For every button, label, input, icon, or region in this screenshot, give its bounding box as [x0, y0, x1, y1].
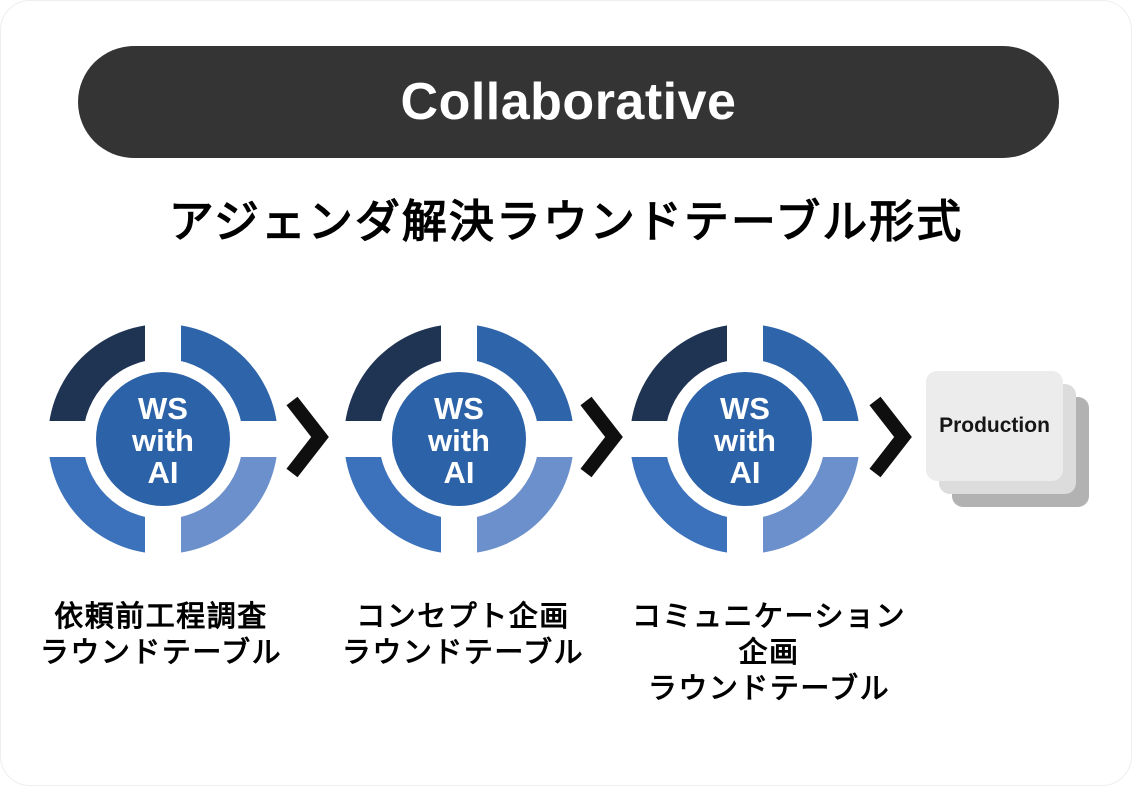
production-card-stack: Production: [926, 371, 1091, 509]
step-label: コンセプト企画 ラウンドテーブル: [313, 599, 613, 671]
production-card: Production: [926, 371, 1063, 481]
step-label-line: コミュニケーション: [632, 601, 906, 633]
badge-line: AI: [148, 455, 179, 490]
ws-with-ai-badge: WS with AI: [344, 324, 574, 554]
badge-core-circle: [392, 372, 526, 506]
badge-line: WS: [138, 391, 188, 426]
step-label: 依頼前工程調査 ラウンドテーブル: [11, 599, 311, 671]
category-pill-label: Collaborative: [400, 73, 737, 131]
badge-core-circle: [678, 372, 812, 506]
badge-line: AI: [444, 455, 475, 490]
badge-line: with: [131, 423, 194, 458]
badge-line: AI: [730, 455, 761, 490]
badge-line: WS: [434, 391, 484, 426]
chevron-right-icon: [869, 396, 912, 478]
step-label-line: ラウンドテーブル: [647, 673, 891, 705]
badge-core-circle: [96, 372, 230, 506]
ws-with-ai-badge: WS with AI: [630, 324, 860, 554]
step-label-line: コンセプト企画: [356, 601, 570, 633]
category-pill: Collaborative: [78, 46, 1059, 158]
step-label-line: ラウンドテーブル: [341, 637, 585, 669]
badge-line: with: [427, 423, 490, 458]
step-label-line: 依頼前工程調査: [54, 601, 268, 633]
badge-line: with: [713, 423, 776, 458]
ws-with-ai-badge: WS with AI: [48, 324, 278, 554]
production-label: Production: [939, 414, 1050, 437]
step-label: コミュニケーション 企画 ラウンドテーブル: [609, 599, 929, 707]
badge-line: WS: [720, 391, 770, 426]
step-label-line: ラウンドテーブル: [39, 637, 283, 669]
chevron-right-icon: [580, 396, 623, 478]
page-title: アジェンダ解決ラウンドテーブル形式: [168, 196, 964, 247]
step-label-line: 企画: [738, 637, 800, 669]
chevron-right-icon: [286, 396, 329, 478]
